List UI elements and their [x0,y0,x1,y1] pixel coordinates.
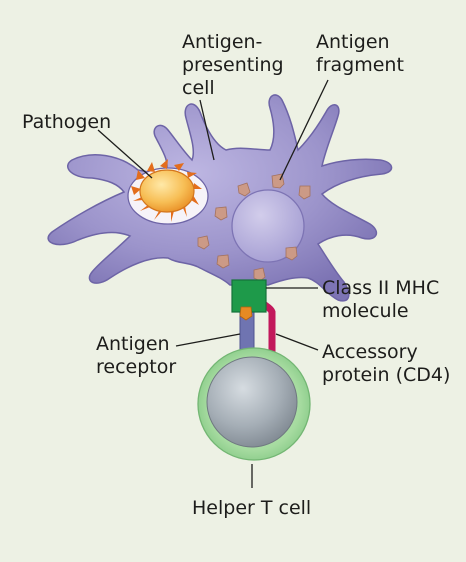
antigen-fragment [214,206,228,221]
label-fragment-line1: Antigen [316,31,390,53]
leader-accessory [275,333,319,351]
helper-t-cell-nucleus [206,356,298,448]
antigen-fragment [197,235,210,250]
label-mhc-line2: molecule [322,300,409,322]
label-apc-line1: Antigen- [182,31,262,53]
label-accessory-line1: Accessory [322,341,418,363]
antigen-fragment [298,185,311,200]
leader-receptor [175,333,241,347]
label-accessory-line2: protein (CD4) [322,364,450,386]
label-fragment-line2: fragment [316,54,404,76]
antigen-fragment [216,254,230,269]
bound-antigen-fragment [239,306,253,321]
pathogen [131,159,202,222]
apc-nucleus [231,189,305,263]
label-apc-line2: presenting [182,54,284,76]
label-receptor-line2: receptor [96,356,176,378]
antigen-fragment [253,267,266,282]
label-mhc-line1: Class II MHC [322,277,439,299]
label-pathogen: Pathogen [22,111,111,133]
helper-t-cell [197,347,311,461]
leader-pathogen [97,129,153,179]
antigen-fragment [237,182,251,197]
label-helper-t-cell: Helper T cell [192,497,311,519]
label-receptor-line1: Antigen [96,333,170,355]
antigen-fragments [197,173,311,282]
label-apc-line3: cell [182,77,215,99]
leader-fragment [279,79,329,181]
leader-apc [199,99,215,161]
antigen-presenting-cell [47,94,393,302]
antigen-fragment [285,246,298,261]
